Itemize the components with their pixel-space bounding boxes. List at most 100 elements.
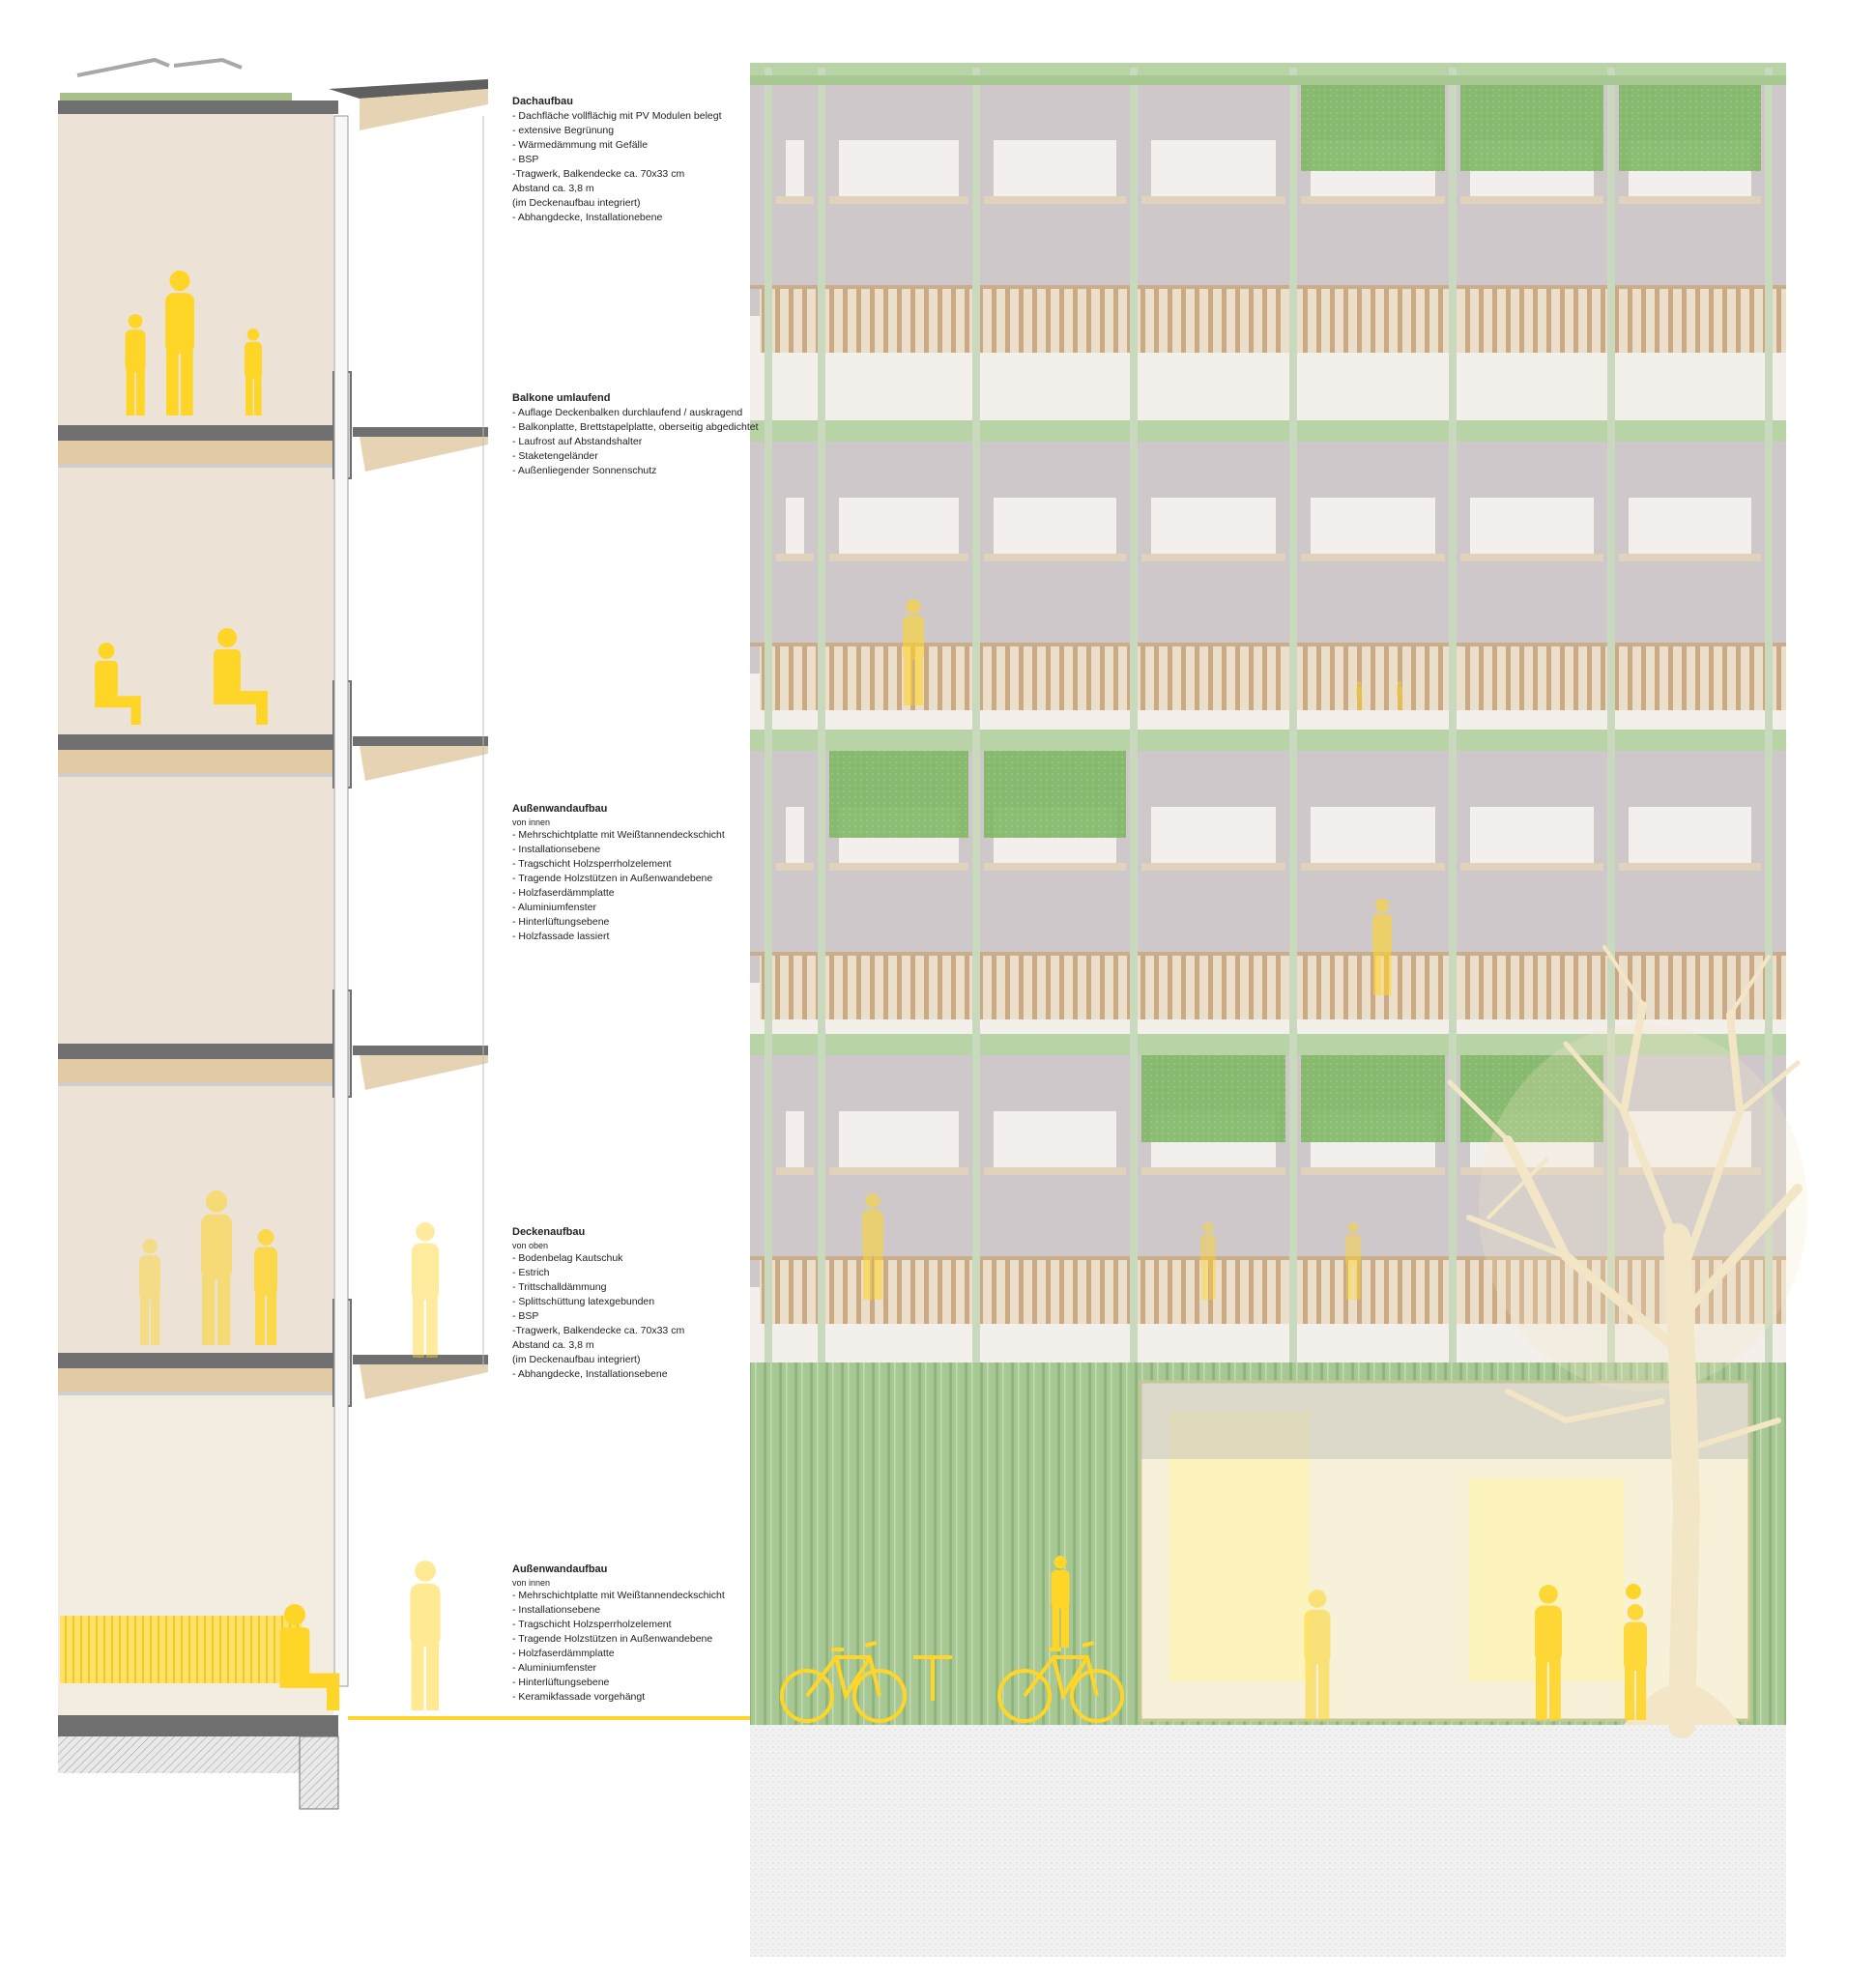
- annotation-item: - Installationsebene: [512, 1604, 601, 1616]
- person-figure: [1397, 681, 1403, 710]
- person-figure: [410, 1561, 441, 1710]
- annotation-item: - Installationsebene: [512, 844, 601, 855]
- annotation-item: - Tragende Holzstützen in Außenwandebene: [512, 873, 713, 884]
- floor-slab: [58, 734, 333, 750]
- annotation-item: - Estrich: [512, 1267, 550, 1278]
- suspended-ceiling: [58, 773, 333, 777]
- annotation-item: - Holzfassade lassiert: [512, 931, 610, 942]
- window-opening: [1470, 807, 1594, 865]
- annotation-item: - Tragschicht Holzsperrholzelement: [512, 858, 672, 870]
- annotation-item: - Balkonplatte, Brettstapelplatte, obers…: [512, 421, 759, 433]
- person-figure: [903, 599, 924, 705]
- window-sill: [1460, 196, 1603, 204]
- floor-band: [750, 420, 1786, 442]
- annotation-item: -Tragwerk, Balkendecke ca. 70x33 cm: [512, 168, 685, 180]
- balcony-soffit: [360, 437, 488, 472]
- window-opening: [1151, 498, 1276, 556]
- window-sill: [1141, 1167, 1285, 1175]
- ceiling-timber: [58, 441, 333, 464]
- annotation-title: Balkone umlaufend: [512, 392, 611, 404]
- window-opening: [786, 498, 804, 556]
- suspended-ceiling: [58, 1082, 333, 1086]
- annotation-title: Dachaufbau: [512, 96, 573, 107]
- window-opening: [1311, 498, 1435, 556]
- facade-column: [765, 68, 772, 1725]
- facade-column: [972, 68, 980, 1725]
- annotation-item: - Keramikfassade vorgehängt: [512, 1691, 646, 1703]
- bicycle-icon: [997, 1641, 1124, 1723]
- annotation-exterior-wall-ground: Außenwandaufbau von innen - Mehrschichtp…: [512, 1563, 773, 1705]
- facade-column: [1289, 68, 1297, 1725]
- annotation-exterior-wall-upper: Außenwandaufbau von innen - Mehrschichtp…: [512, 802, 773, 944]
- annotation-item: - Trittschalldämmung: [512, 1281, 607, 1293]
- railing-top-rail: [750, 1256, 1786, 1260]
- window-sill: [776, 196, 814, 204]
- window-opening: [1470, 498, 1594, 556]
- window-opening: [1629, 807, 1751, 865]
- window-sill: [829, 196, 968, 204]
- person-figure: [1356, 681, 1363, 710]
- seated-person-figure: [214, 628, 268, 725]
- window-sill: [1301, 863, 1445, 871]
- annotation-title: Außenwandaufbau: [512, 803, 608, 815]
- window-sill: [1460, 863, 1603, 871]
- facade-column: [1765, 68, 1773, 1725]
- balcony-soffit: [360, 1055, 488, 1090]
- roof-slab: [58, 100, 338, 114]
- window-sill: [984, 1167, 1126, 1175]
- balcony-slab: [353, 1355, 488, 1364]
- roof-overhang-timber: [360, 89, 488, 130]
- tree-icon: [1447, 945, 1803, 1738]
- person-figure: [1051, 1556, 1070, 1648]
- ceiling-timber: [58, 750, 333, 773]
- annotation-item: -Tragwerk, Balkendecke ca. 70x33 cm: [512, 1325, 685, 1336]
- person-figure: [165, 271, 194, 416]
- building-section: [58, 57, 764, 1810]
- window-sill: [776, 863, 814, 871]
- window-sill: [1301, 554, 1445, 561]
- roof-edge: [750, 75, 1786, 85]
- annotation-item: - Abhangdecke, Installationsebene: [512, 1368, 668, 1380]
- window-sill: [829, 554, 968, 561]
- sunscreen: [1460, 84, 1603, 171]
- annotation-item: - Aluminiumfenster: [512, 902, 596, 913]
- sunscreen: [1141, 1055, 1285, 1142]
- bicycle-icon: [780, 1641, 907, 1723]
- annotation-item: - Staketengeländer: [512, 450, 598, 462]
- window-sill: [1619, 554, 1761, 561]
- window-opening: [994, 140, 1116, 198]
- ceiling-timber: [58, 1368, 333, 1391]
- person-figure: [1345, 1222, 1361, 1300]
- person-figure: [1372, 899, 1392, 995]
- annotation-item: (im Deckenaufbau integriert): [512, 1354, 641, 1365]
- annotation-subtitle: von innen: [512, 1578, 551, 1588]
- foundation-footing: [299, 1735, 339, 1810]
- person-figure: [862, 1193, 883, 1300]
- railing-top-rail: [750, 952, 1786, 956]
- balcony-slab: [353, 736, 488, 746]
- sunscreen: [1301, 84, 1445, 171]
- annotation-item: - Laufrost auf Abstandshalter: [512, 436, 643, 447]
- annotation-item: (im Deckenaufbau integriert): [512, 197, 641, 209]
- annotation-item: - BSP: [512, 1310, 539, 1322]
- pavement: [750, 1725, 1786, 1957]
- shop-window-shadow: [1140, 1382, 1749, 1459]
- green-roof: [60, 93, 292, 102]
- annotation-item: - Bodenbelag Kautschuk: [512, 1252, 623, 1264]
- floor-band: [750, 730, 1786, 751]
- annotation-item: - BSP: [512, 154, 539, 165]
- sunscreen: [984, 751, 1126, 838]
- sunscreen: [1460, 1055, 1603, 1142]
- annotation-subtitle: von innen: [512, 817, 551, 827]
- annotation-balconies: Balkone umlaufend - Auflage Deckenbalken…: [512, 391, 773, 478]
- window-opening: [839, 498, 959, 556]
- facade-column: [1607, 68, 1615, 1725]
- window-opening: [1151, 140, 1276, 198]
- window-sill: [984, 554, 1126, 561]
- annotation-item: - Hinterlüftungsebene: [512, 1677, 610, 1688]
- window-sill: [1619, 196, 1761, 204]
- annotation-item: - Hinterlüftungsebene: [512, 916, 610, 928]
- window-sill: [829, 1167, 968, 1175]
- window-sill: [1460, 1167, 1603, 1175]
